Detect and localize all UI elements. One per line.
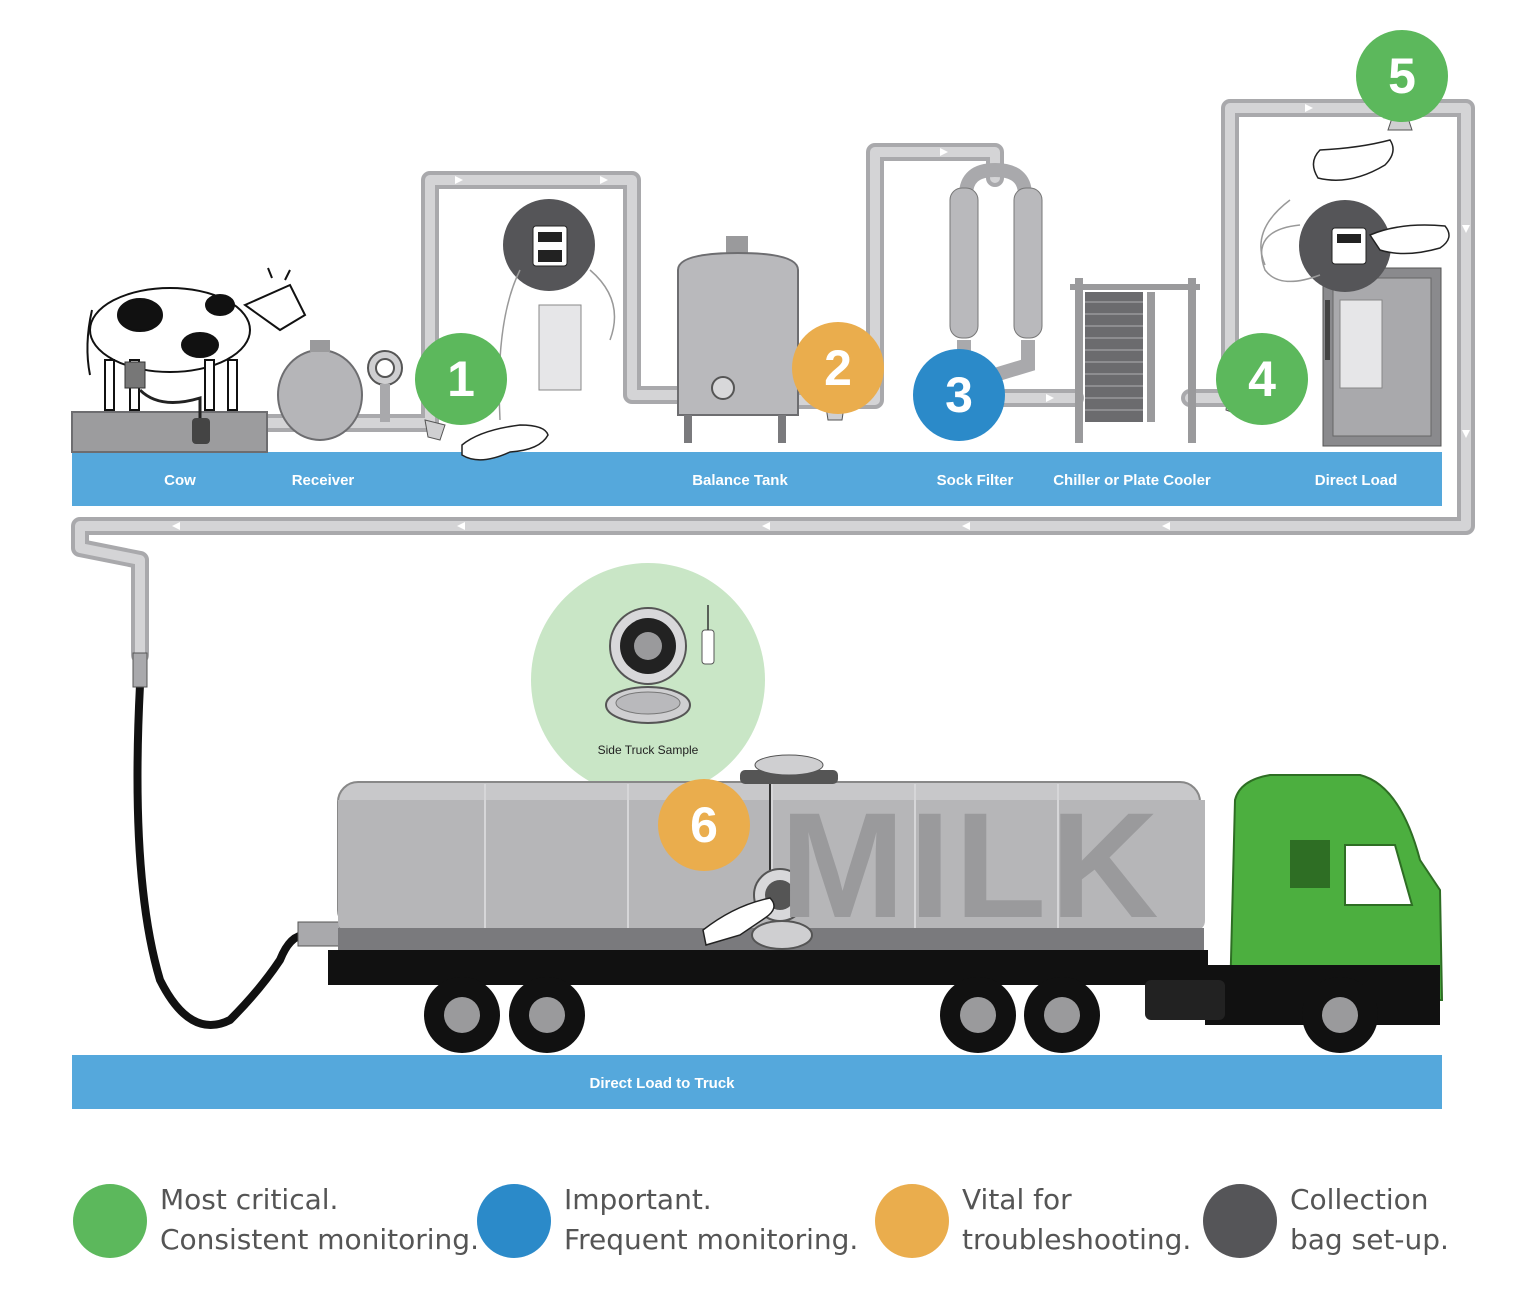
side-truck-sample-bubble [531, 563, 765, 797]
transfer-hose [132, 652, 341, 1029]
milking-unit-icon [124, 361, 210, 444]
legend-dot-blue [477, 1184, 551, 1258]
marker-1: 1 [415, 333, 507, 425]
legend-line-2: bag set-up. [1290, 1223, 1449, 1256]
station-label-cow: Cow [164, 472, 196, 489]
side-truck-sample-label: Side Truck Sample [597, 743, 699, 757]
station-label-chiller: Chiller or Plate Cooler [1053, 472, 1211, 489]
collection-bag-device-1 [498, 199, 616, 421]
legend-line-1: Important. [564, 1183, 712, 1216]
legend-dot-dark [1203, 1184, 1277, 1258]
cow-icon [86, 267, 307, 411]
legend-line-1: Collection [1290, 1183, 1429, 1216]
marker-3: 3 [913, 349, 1005, 441]
sock-filter-icon [949, 162, 1043, 383]
station-label-sock-filter: Sock Filter [936, 472, 1014, 489]
direct-load-cabinet-icon [1260, 200, 1450, 447]
plate-cooler-icon [1070, 278, 1200, 443]
legend-line-1: Most critical. [160, 1183, 339, 1216]
band-label-direct-load-to-truck: Direct Load to Truck [589, 1075, 735, 1092]
legend-text: Vital for troubleshooting. [962, 1180, 1191, 1260]
station-label-balance-tank: Balance Tank [692, 472, 788, 489]
sample-valve-1-icon [424, 419, 549, 461]
legend-line-2: troubleshooting. [962, 1223, 1192, 1256]
station-label-receiver: Receiver [291, 472, 355, 489]
legend-line-2: Frequent monitoring. [564, 1223, 859, 1256]
legend-dot-green [73, 1184, 147, 1258]
truck-wheels [424, 977, 1378, 1053]
cow-platform [71, 411, 268, 453]
marker-5: 5 [1356, 30, 1448, 122]
legend-text: Important. Frequent monitoring. [564, 1180, 858, 1260]
legend-line-1: Vital for [962, 1183, 1072, 1216]
legend-dot-orange [875, 1184, 949, 1258]
legend-text: Most critical. Consistent monitoring. [160, 1180, 479, 1260]
balance-tank-icon [677, 236, 799, 443]
top-blue-band [72, 452, 1442, 506]
legend-line-2: Consistent monitoring. [160, 1223, 479, 1256]
pipeline-highlight [75, 103, 1471, 660]
station-label-direct-load: Direct Load [1314, 472, 1398, 489]
marker-2: 2 [792, 322, 884, 414]
milk-tanker-truck [328, 754, 1444, 1053]
flow-arrows [172, 104, 1470, 530]
receiver-icon [277, 340, 403, 441]
tanker-milk-text: MILK [780, 781, 1163, 949]
bottom-blue-band [72, 1055, 1442, 1109]
marker-6: 6 [658, 779, 750, 871]
marker-4: 4 [1216, 333, 1308, 425]
legend-text: Collection bag set-up. [1290, 1180, 1449, 1260]
